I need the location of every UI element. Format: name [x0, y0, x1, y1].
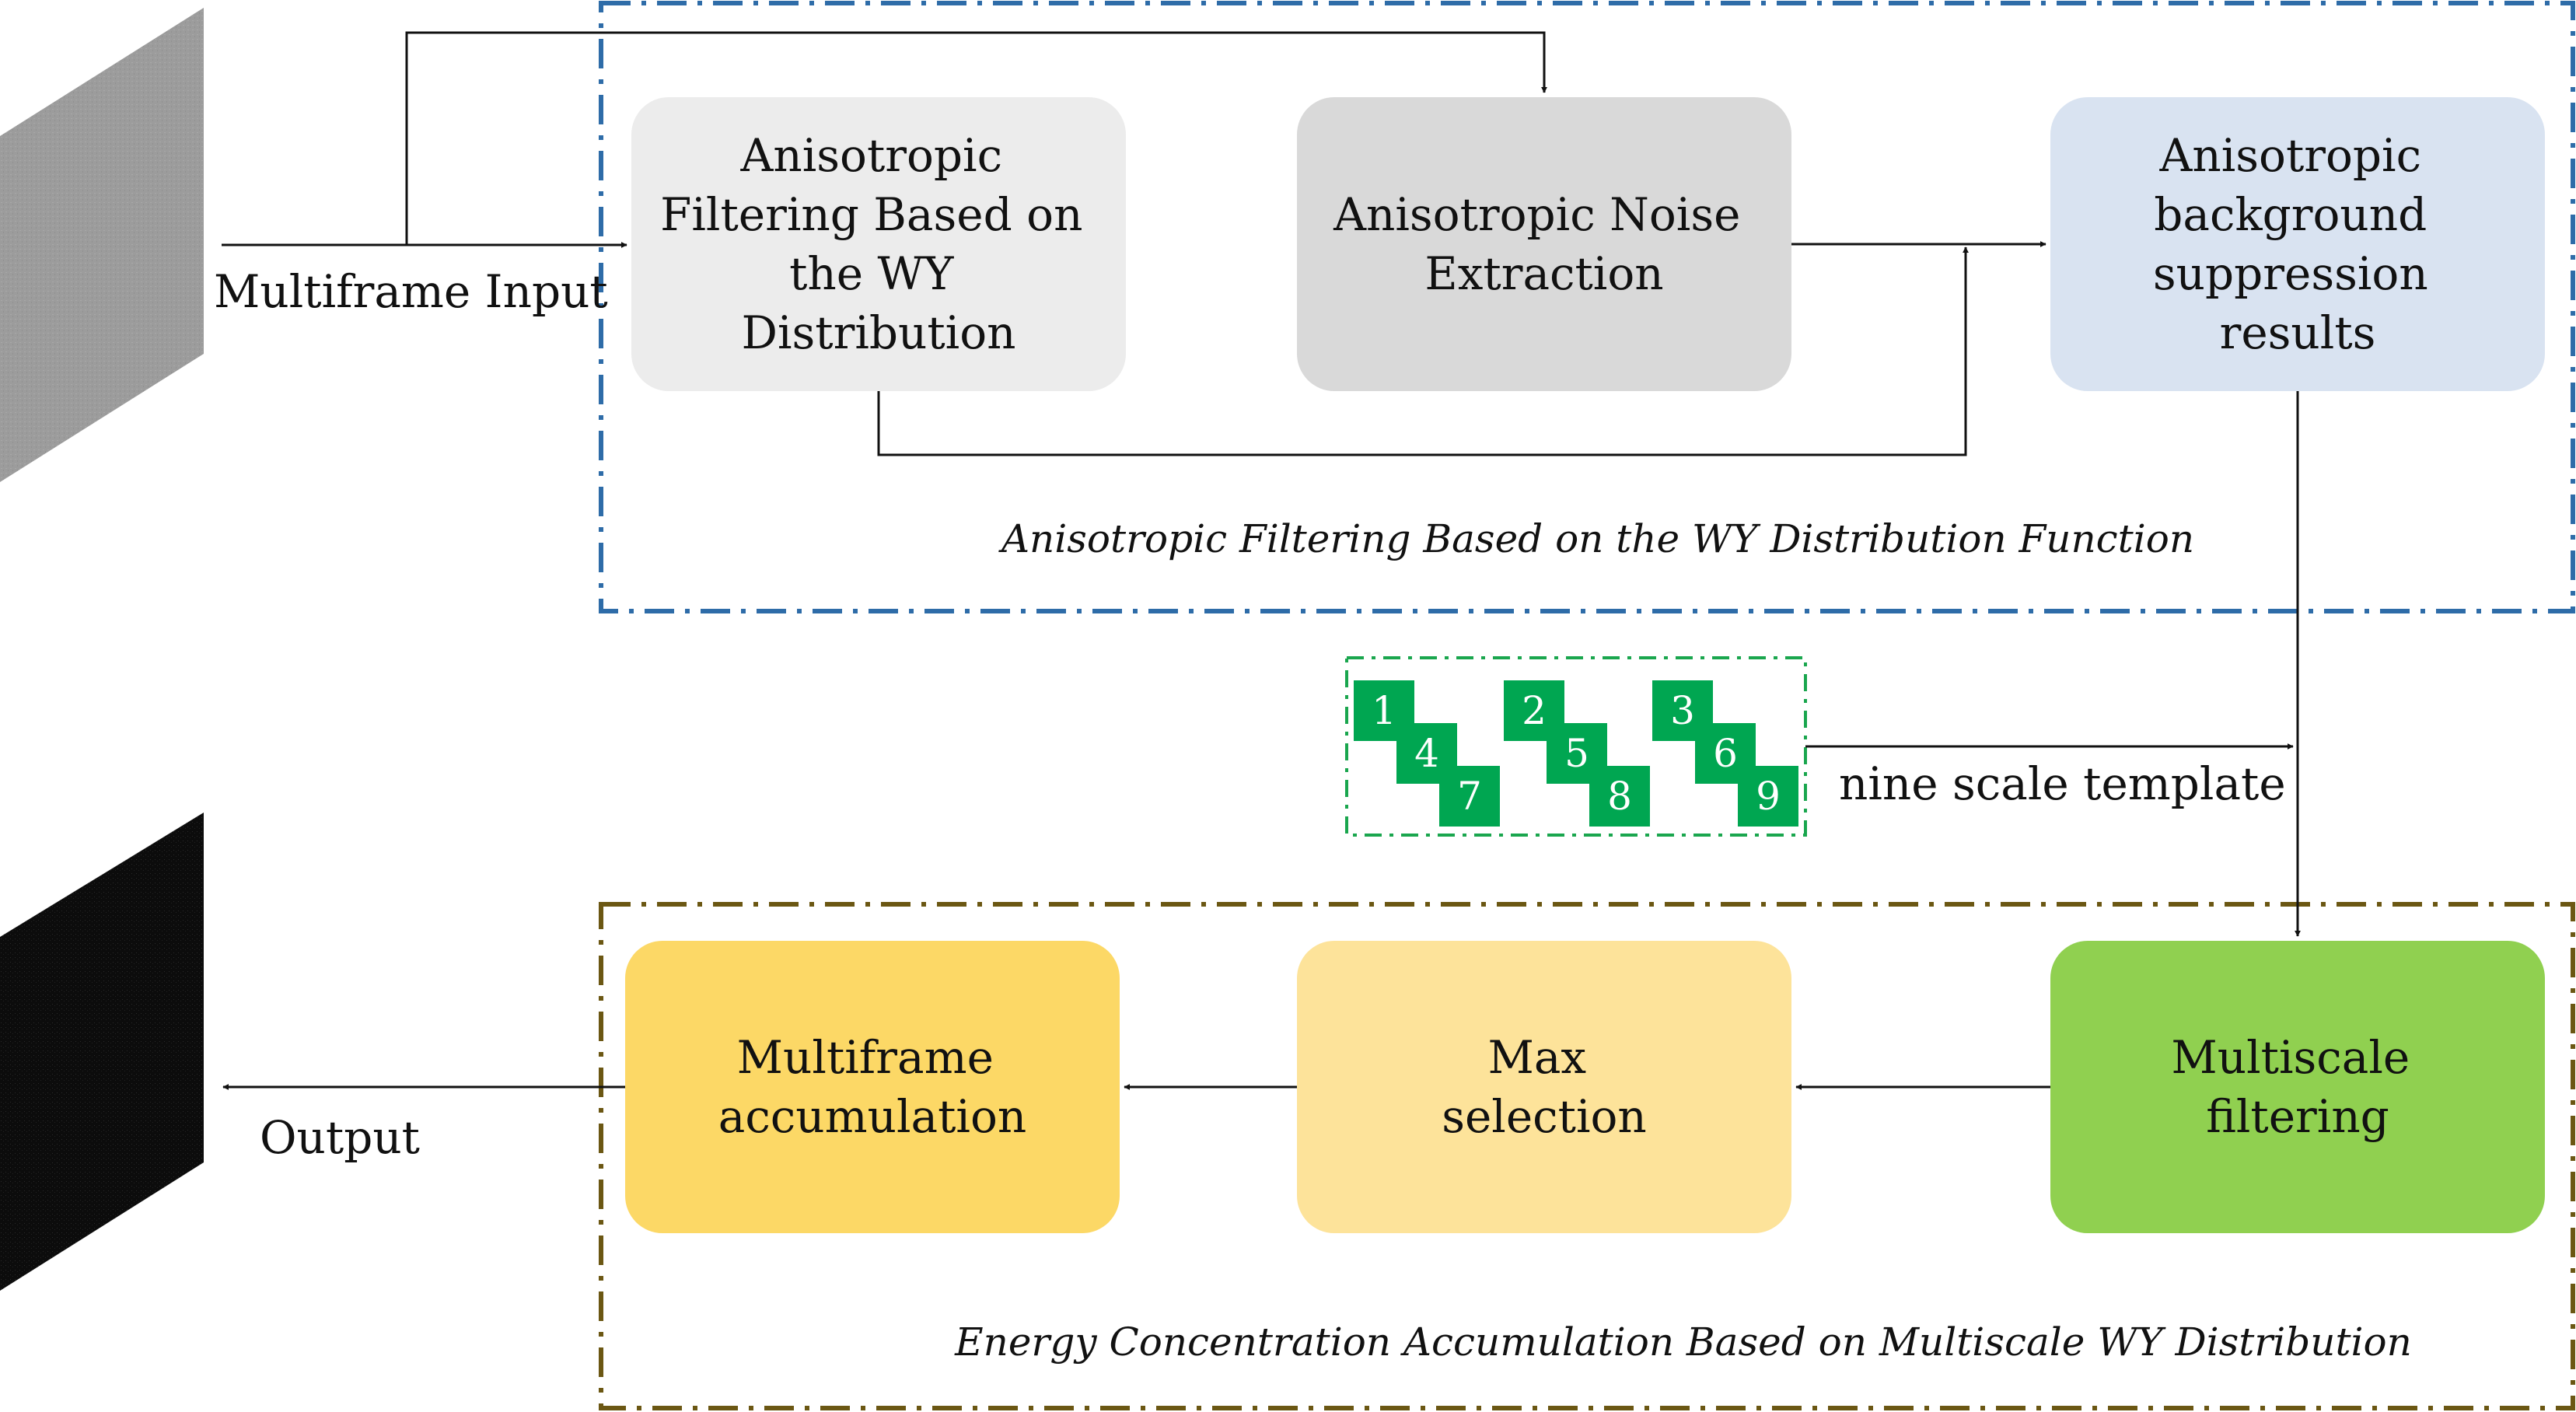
template-digit: 8	[1607, 774, 1632, 819]
box-multiscale-filtering: Multiscale filtering	[2050, 941, 2545, 1233]
nine-scale-template-label: nine scale template	[1839, 757, 2286, 810]
energy-accumulation-group-frame	[599, 902, 2575, 1410]
box-anisotropic-noise-extraction: Anisotropic Noise Extraction	[1297, 97, 1791, 391]
template-digit: 5	[1564, 731, 1589, 776]
box-label: Anisotropic Noise Extraction	[1333, 188, 1755, 300]
nine-scale-template: 1 4 7 2 5 8 3 6 9	[1354, 680, 1798, 827]
box-label: Anisotropic background suppression resul…	[2153, 129, 2442, 359]
arrow-filtering-to-noise-junction	[877, 246, 1969, 456]
box-anisotropic-filtering: Anisotropic Filtering Based on the WY Di…	[631, 97, 1126, 391]
nine-scale-template-frame	[1345, 656, 1807, 837]
input-frames-image	[0, 8, 204, 482]
box-label: Multiscale filtering	[2171, 1031, 2424, 1143]
template-digit: 4	[1414, 731, 1439, 776]
anisotropic-filtering-group-frame	[599, 1, 2575, 613]
template-square	[1439, 766, 1500, 827]
bottom-group-caption: Energy Concentration Accumulation Based …	[954, 1319, 2412, 1365]
template-digit: 9	[1756, 774, 1781, 819]
template-digit: 1	[1372, 688, 1396, 733]
box-label: Anisotropic Filtering Based on the WY Di…	[660, 129, 1097, 359]
box-label: Multiframe accumulation	[718, 1031, 1027, 1143]
box-label: Max selection	[1442, 1031, 1647, 1143]
box-multiframe-accumulation: Multiframe accumulation	[625, 941, 1120, 1233]
output-label: Output	[260, 1111, 420, 1164]
template-square	[1589, 766, 1650, 827]
template-digit: 3	[1670, 688, 1695, 733]
template-square	[1738, 766, 1798, 827]
multiframe-input-label: Multiframe Input	[214, 265, 608, 318]
template-digit: 7	[1457, 774, 1482, 819]
box-max-selection: Max selection	[1297, 941, 1791, 1233]
output-frames-image	[0, 813, 204, 1291]
box-anisotropic-background-suppression: Anisotropic background suppression resul…	[2050, 97, 2545, 391]
arrow-input-to-noise-extraction	[405, 31, 1547, 245]
top-group-caption: Anisotropic Filtering Based on the WY Di…	[998, 516, 2194, 561]
template-digit: 6	[1713, 731, 1738, 776]
template-digit: 2	[1522, 688, 1547, 733]
